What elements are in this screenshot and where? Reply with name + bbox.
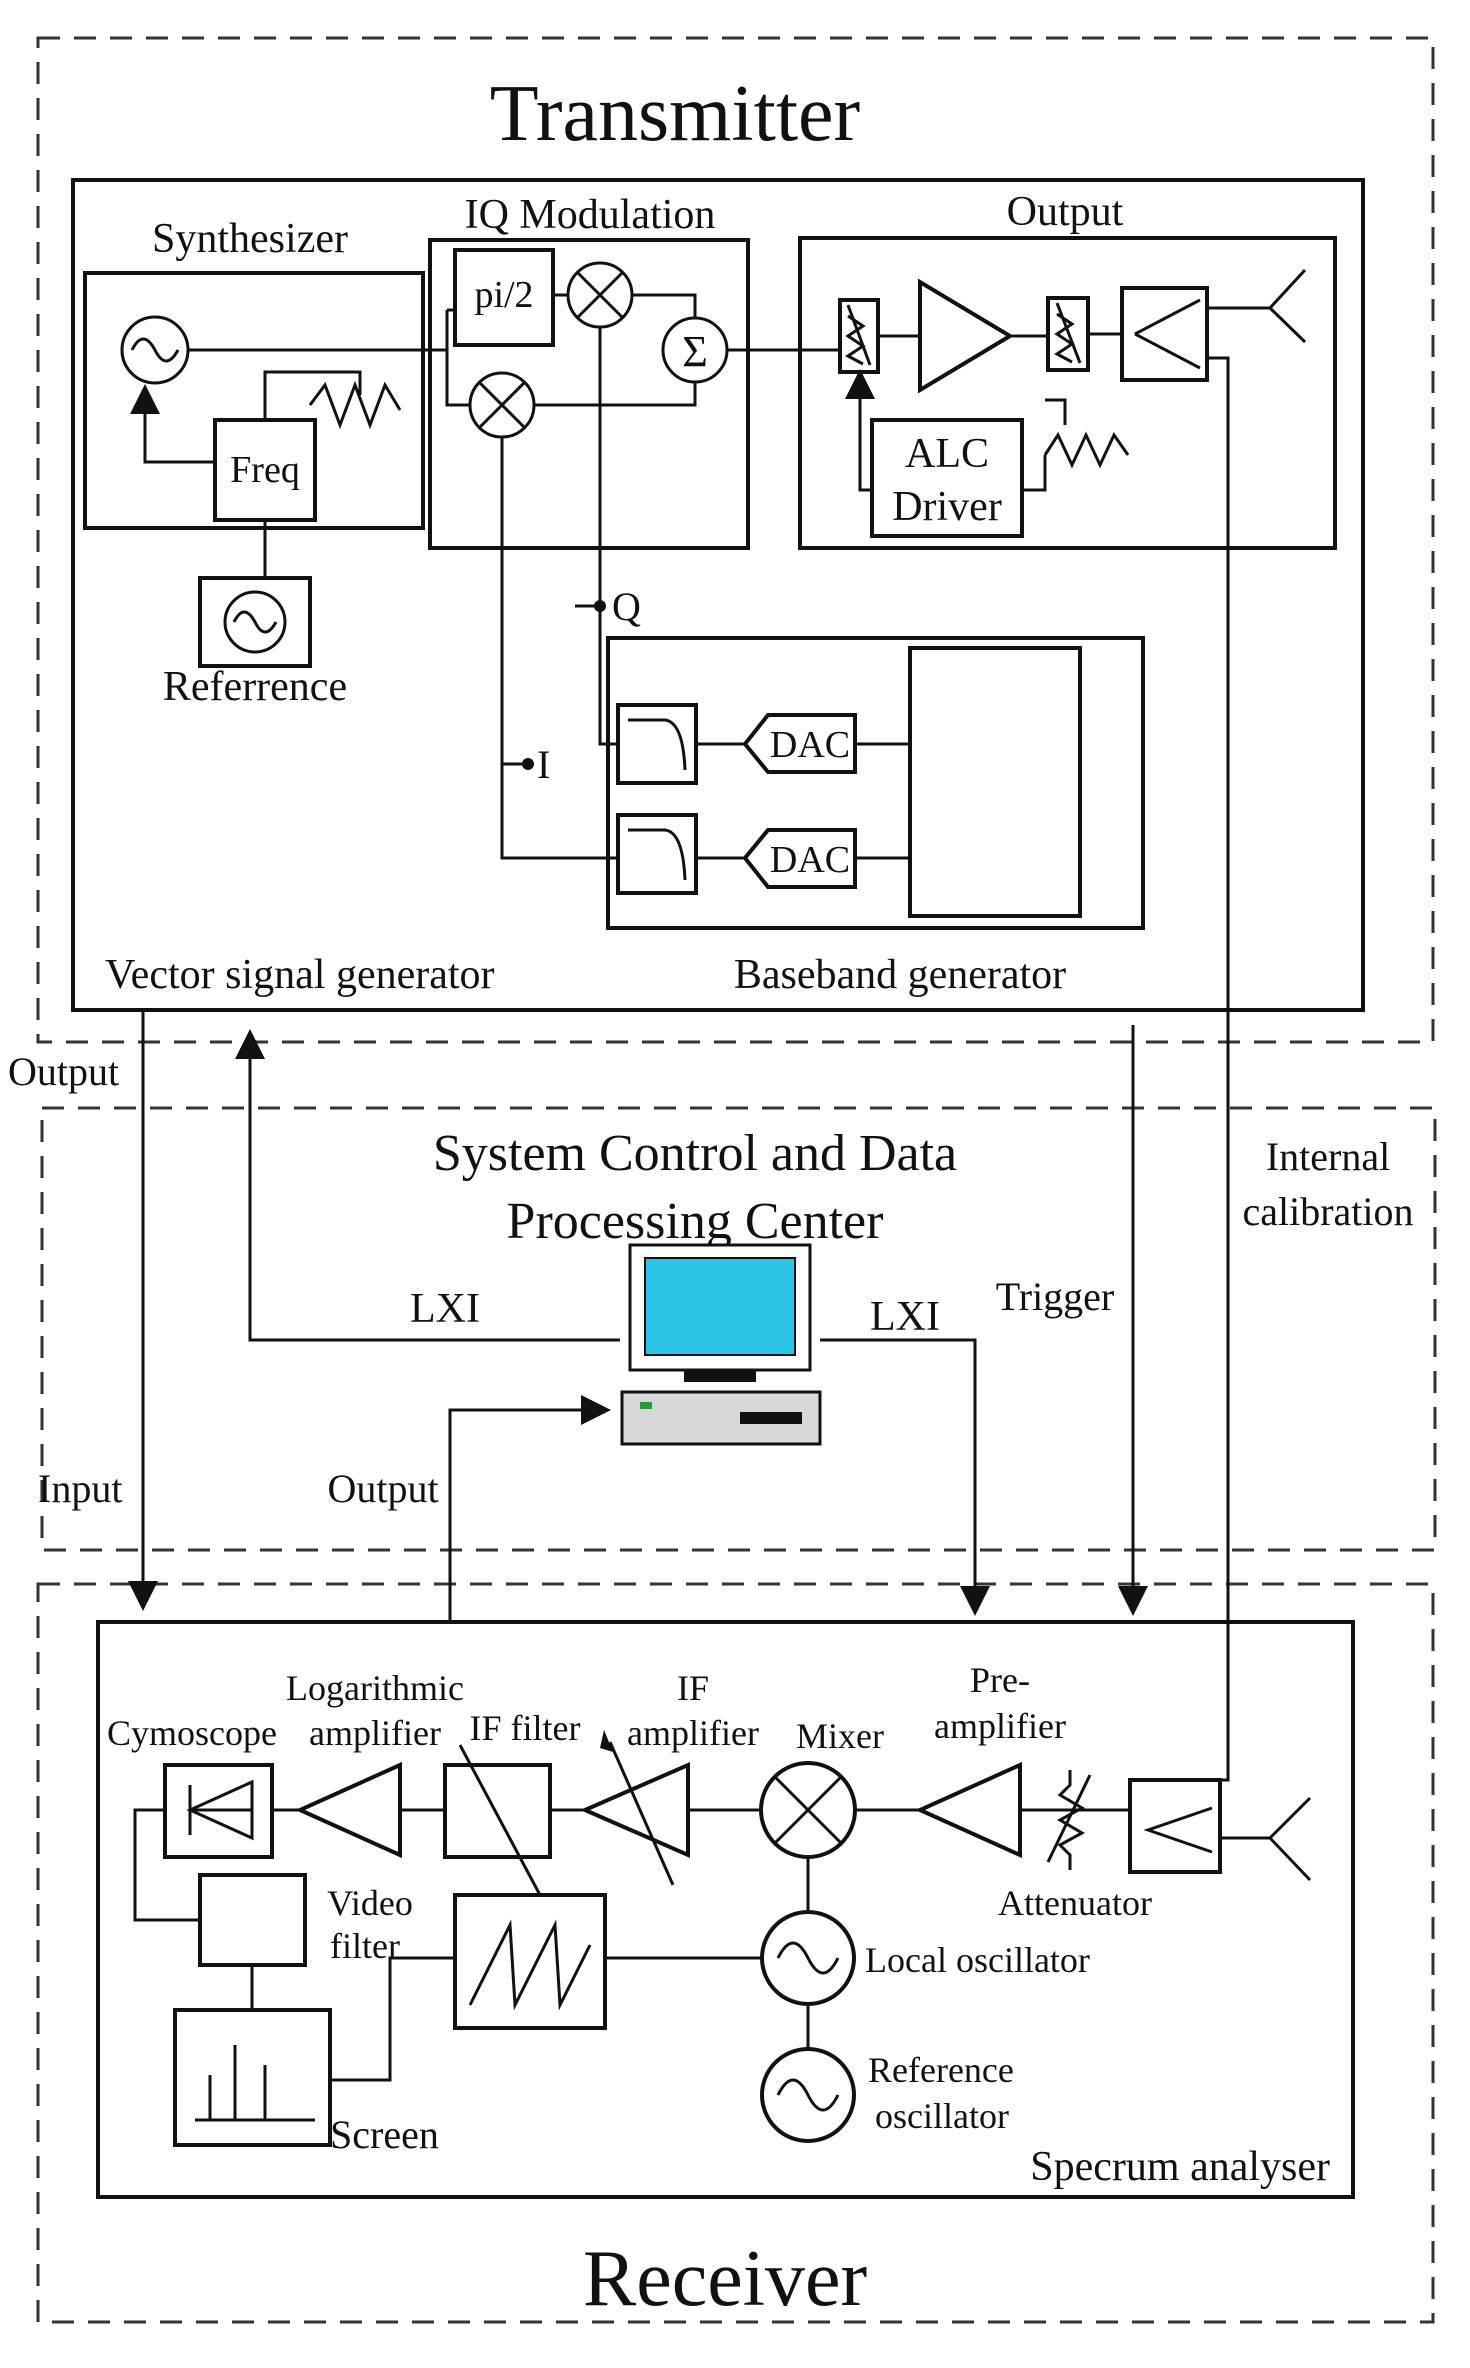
iq-modulation-box bbox=[428, 238, 750, 550]
i-filter-box bbox=[616, 813, 698, 895]
vector-signal-generator-label: Vector signal generator bbox=[105, 952, 495, 998]
vector-signal-generator-box bbox=[71, 178, 1365, 1012]
spectrum-analyser-label: Specrum analyser bbox=[1030, 2144, 1330, 2190]
spectrum-analyser-box bbox=[96, 1620, 1355, 2199]
receiver-section-frame bbox=[36, 1582, 1435, 2324]
if-amp-label-line1: IF bbox=[677, 1668, 709, 1708]
tx-antenna-icon bbox=[1268, 268, 1307, 344]
if-amp-label-line2: amplifier bbox=[627, 1713, 759, 1753]
attenuator-icon bbox=[1056, 1770, 1086, 1870]
system-control-title-line1: System Control and Data bbox=[433, 1125, 957, 1182]
iq-modulation-label: IQ Modulation bbox=[465, 192, 716, 238]
internal-calibration-label-line1: Internal bbox=[1266, 1134, 1390, 1179]
q-filter-box bbox=[616, 703, 698, 785]
detector-diode-icon bbox=[186, 1779, 254, 1841]
output-center-label: Output bbox=[327, 1466, 438, 1511]
lxi-right-label: LXI bbox=[870, 1294, 940, 1340]
output-block-box bbox=[798, 236, 1337, 550]
rx-mixer-icon bbox=[759, 1761, 857, 1859]
ref-osc-label-line1: Reference bbox=[868, 2050, 1014, 2090]
screen-label: Screen bbox=[330, 2112, 439, 2157]
lxi-right-arrow bbox=[820, 1338, 990, 1616]
sweep-resistor-icon bbox=[308, 380, 402, 430]
receiver-title: Receiver bbox=[583, 2235, 867, 2323]
computer-icon[interactable] bbox=[620, 1243, 822, 1446]
reference-box bbox=[198, 576, 312, 668]
alc-resistor-icon bbox=[1043, 431, 1130, 469]
pi2-label: pi/2 bbox=[474, 274, 533, 316]
dac-q-box bbox=[742, 713, 857, 774]
transmitter-title: Transmitter bbox=[490, 70, 860, 158]
if-filter-label: IF filter bbox=[470, 1708, 581, 1748]
svg-text:Σ: Σ bbox=[682, 327, 708, 376]
cymoscope-label: Cymoscope bbox=[107, 1713, 277, 1753]
q-label: Q bbox=[612, 584, 641, 629]
output-block-label: Output bbox=[1007, 189, 1124, 235]
alc-feedback-arrow bbox=[845, 369, 875, 492]
rx-coupler-box bbox=[1128, 1778, 1222, 1874]
ref-osc-label-line2: oscillator bbox=[875, 2096, 1009, 2136]
transmitter-section-frame bbox=[36, 36, 1435, 1044]
lower-mixer-icon bbox=[468, 371, 536, 439]
video-filter-label-line1: Video bbox=[327, 1883, 413, 1923]
if-amplifier-icon bbox=[580, 1761, 690, 1859]
alc-label-line1: ALC bbox=[905, 431, 989, 477]
local-oscillator-label: Local oscillator bbox=[865, 1940, 1090, 1980]
q-signal-line bbox=[598, 327, 618, 746]
if-filter-box bbox=[443, 1763, 552, 1859]
i-label: I bbox=[537, 742, 550, 787]
freq-to-synth-arrow bbox=[130, 384, 215, 464]
rx-antenna-icon bbox=[1268, 1796, 1312, 1882]
video-filter-box bbox=[198, 1873, 307, 1967]
trigger-label: Trigger bbox=[996, 1274, 1115, 1319]
sweep-generator-box bbox=[453, 1893, 607, 2030]
dac-i-label: DAC bbox=[770, 839, 850, 881]
internal-calibration-label-line2: calibration bbox=[1242, 1189, 1413, 1234]
lxi-left-label: LXI bbox=[410, 1286, 480, 1332]
log-amp-label-line1: Logarithmic bbox=[286, 1668, 464, 1708]
lxi-left-arrow bbox=[235, 1029, 620, 1342]
system-control-title-line2: Processing Center bbox=[507, 1193, 884, 1250]
alc-label-line2: Driver bbox=[892, 484, 1002, 530]
log-amp-label-line2: amplifier bbox=[309, 1713, 441, 1753]
dac-q-label: DAC bbox=[770, 724, 850, 766]
screen-box bbox=[173, 2008, 332, 2147]
summer-icon: Σ bbox=[661, 316, 729, 384]
coupler-box bbox=[1120, 286, 1209, 382]
system-control-section-frame bbox=[40, 1106, 1437, 1552]
freq-to-ramp-line bbox=[263, 370, 362, 420]
freq-label: Freq bbox=[230, 449, 300, 491]
reference-label: Referrence bbox=[163, 664, 347, 710]
preamp-label-line1: Pre- bbox=[970, 1660, 1030, 1700]
synthesizer-oscillator-icon bbox=[120, 315, 190, 385]
mixer-label: Mixer bbox=[796, 1716, 884, 1756]
input-label: Input bbox=[38, 1466, 122, 1511]
lo-split-line bbox=[445, 310, 470, 407]
synthesizer-box bbox=[83, 271, 425, 530]
synthesizer-label: Synthesizer bbox=[152, 216, 348, 262]
reference-oscillator-rx-icon bbox=[760, 2047, 856, 2143]
baseband-generator-box bbox=[606, 636, 1145, 930]
i-signal-line bbox=[500, 437, 618, 860]
preamplifier-icon bbox=[915, 1761, 1022, 1859]
upper-mixer-icon bbox=[566, 261, 634, 329]
baseband-generator-label: Baseband generator bbox=[734, 952, 1066, 998]
local-oscillator-icon bbox=[760, 1910, 856, 2006]
output-left-label: Output bbox=[8, 1049, 119, 1094]
preamp-label-line2: amplifier bbox=[934, 1706, 1066, 1746]
reference-oscillator-icon bbox=[223, 590, 287, 654]
alc-driver-box bbox=[870, 418, 1024, 538]
sawtooth-icon bbox=[468, 1919, 592, 2011]
log-amplifier-icon bbox=[295, 1761, 402, 1859]
attenuator-label: Attenuator bbox=[998, 1883, 1152, 1923]
output-to-computer-arrow bbox=[448, 1395, 611, 1622]
baseband-processor-box bbox=[908, 646, 1082, 918]
video-filter-label-line2: filter bbox=[330, 1926, 400, 1966]
pi2-phase-box bbox=[453, 248, 555, 347]
internal-calibration-line bbox=[1207, 356, 1230, 1782]
output-amplifier-icon bbox=[918, 278, 1014, 394]
dac-i-box bbox=[742, 828, 857, 889]
spectrum-display-icon bbox=[195, 2045, 315, 2122]
